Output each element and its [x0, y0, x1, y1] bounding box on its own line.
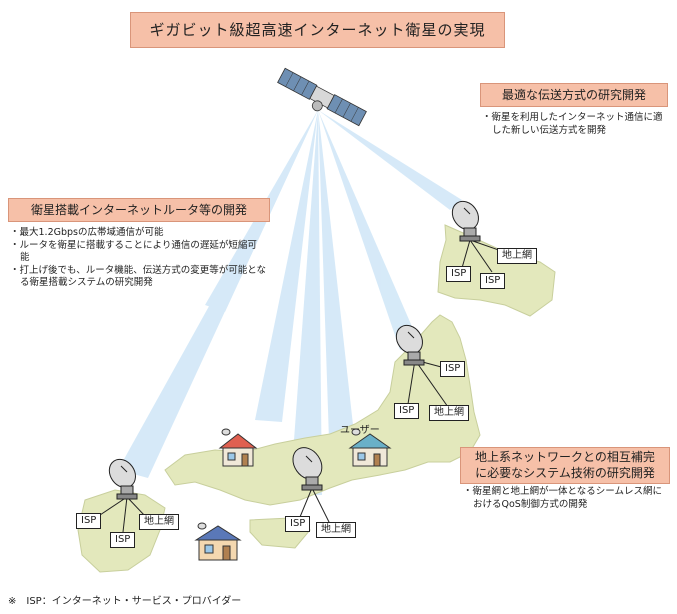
- ground-network-label: 地上網: [429, 405, 469, 421]
- isp-label: ISP: [394, 403, 420, 419]
- isp-label: ISP: [446, 266, 472, 282]
- house-icon: [348, 428, 392, 467]
- terrestrial-heading-line2: に必要なシステム技術の研究開発: [475, 466, 655, 480]
- transmission-heading: 最適な伝送方式の研究開発: [480, 83, 668, 107]
- footnote: ※ ISP：インターネット・サービス・プロバイダー: [8, 596, 242, 607]
- isp-label: ISP: [110, 532, 136, 548]
- isp-label: ISP: [285, 516, 311, 532]
- list-item: 衛星網と地上網が一体となるシームレス網におけるQoS制御方式の開発: [463, 486, 669, 511]
- ground-station-icon: [292, 447, 323, 491]
- router-bullets: 最大1.2Gbpsの広帯域通信が可能 ルータを衛星に搭載することにより通信の遅延…: [10, 227, 266, 290]
- list-item: 最大1.2Gbpsの広帯域通信が可能: [10, 227, 266, 240]
- user-label: ユーザー: [340, 425, 380, 436]
- ground-station-icon: [108, 458, 138, 500]
- isp-label: ISP: [440, 361, 466, 377]
- house-icon: [194, 522, 242, 561]
- list-item: 打上げ後でも、ルータ機能、伝送方式の変更等が可能となる衛星搭載システムの研究開発: [10, 265, 266, 290]
- transmission-bullets: 衛星を利用したインターネット通信に適した新しい伝送方式を開発: [482, 112, 668, 137]
- ground-network-label: 地上網: [316, 522, 356, 538]
- ground-station-icon: [451, 200, 481, 242]
- terrestrial-bullets: 衛星網と地上網が一体となるシームレス網におけるQoS制御方式の開発: [463, 486, 669, 511]
- isp-label: ISP: [480, 273, 506, 289]
- house-icon: [218, 428, 258, 467]
- list-item: 衛星を利用したインターネット通信に適した新しい伝送方式を開発: [482, 112, 668, 137]
- ground-network-label: 地上網: [139, 514, 179, 530]
- terrestrial-heading: 地上系ネットワークとの相互補完 に必要なシステム技術の研究開発: [460, 447, 670, 484]
- isp-label: ISP: [76, 513, 102, 529]
- satellite-icon: [277, 67, 367, 127]
- router-heading: 衛星搭載インターネットルータ等の開発: [8, 198, 270, 222]
- list-item: ルータを衛星に搭載することにより通信の遅延が短縮可能: [10, 240, 266, 265]
- ground-network-label: 地上網: [497, 248, 537, 264]
- terrestrial-heading-line1: 地上系ネットワークとの相互補完: [475, 450, 655, 464]
- ground-station-icon: [395, 324, 425, 366]
- page-title: ギガビット級超高速インターネット衛星の実現: [130, 12, 505, 48]
